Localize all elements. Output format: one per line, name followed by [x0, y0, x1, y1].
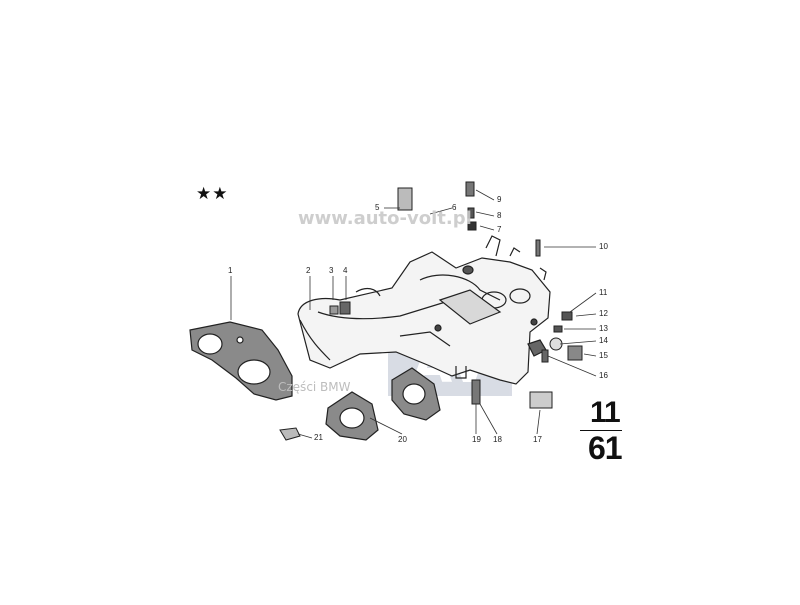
part-1-gasket [189, 321, 293, 401]
classification-symbol: ★★ [196, 184, 229, 204]
callout-15: 15 [599, 351, 608, 360]
small-parts [279, 181, 583, 441]
callout-13: 13 [599, 324, 608, 333]
intake-manifold [297, 235, 551, 385]
callout-9: 9 [497, 195, 502, 204]
callout-20: 20 [398, 435, 407, 444]
callout-7: 7 [497, 225, 502, 234]
callout-1: 1 [228, 266, 233, 275]
callout-11: 11 [599, 288, 608, 297]
callout-17: 17 [533, 435, 542, 444]
callout-16: 16 [599, 371, 608, 380]
callout-3: 3 [329, 266, 334, 275]
callout-8: 8 [497, 211, 502, 220]
watermark-url: www.auto-volt.pl [298, 208, 472, 229]
part-20-gaskets [325, 367, 441, 441]
callout-12: 12 [599, 309, 608, 318]
group-number-bottom: 61 [588, 430, 623, 466]
callout-2: 2 [306, 266, 311, 275]
callout-5: 5 [375, 203, 380, 212]
callout-18: 18 [493, 435, 502, 444]
callout-10: 10 [599, 242, 608, 251]
leader-lines [230, 189, 597, 439]
group-number-divider [580, 430, 622, 431]
group-number-top: 11 [590, 396, 621, 429]
callout-19: 19 [472, 435, 481, 444]
callout-4: 4 [343, 266, 348, 275]
watermark-caption: Części BMW [278, 380, 351, 394]
callout-6: 6 [452, 203, 457, 212]
callout-14: 14 [599, 336, 608, 345]
callout-21: 21 [314, 433, 323, 442]
